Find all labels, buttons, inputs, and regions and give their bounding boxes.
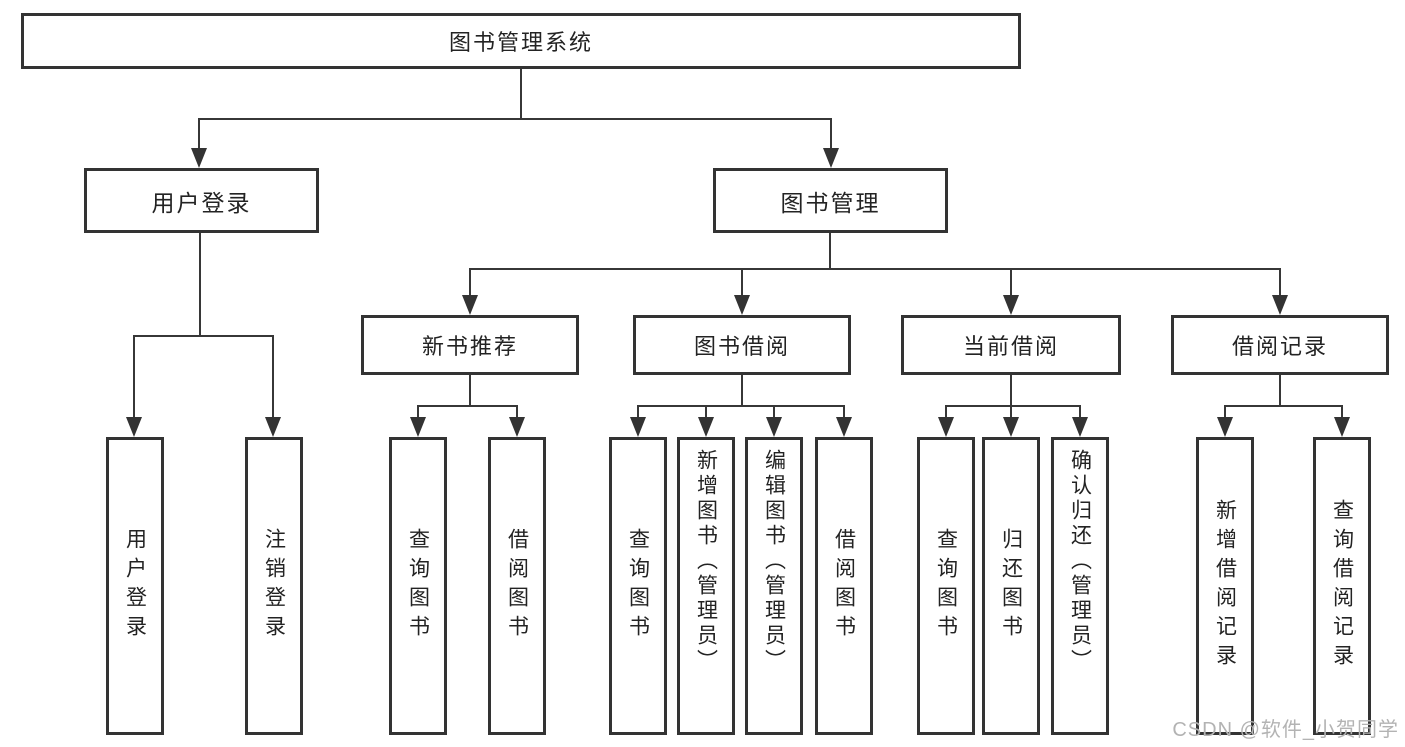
leaf-borrow-books: 借阅图书 bbox=[815, 437, 873, 735]
arrowhead-to-borrowing-records bbox=[1272, 295, 1288, 315]
edge-borrow-drop-2 bbox=[773, 405, 775, 419]
leaf-label: 新增图书（管理员） bbox=[694, 449, 718, 674]
arrowhead-to-user-login bbox=[191, 148, 207, 168]
arrowhead-to-logout-leaf bbox=[265, 417, 281, 437]
leaf-label: 查询图书 bbox=[626, 528, 650, 644]
arrowhead-borrow-leaf-0 bbox=[630, 417, 646, 437]
edge-current-stem bbox=[1010, 375, 1012, 406]
arrowhead-records-leaf-0 bbox=[1217, 417, 1233, 437]
node-current-borrowing: 当前借阅 bbox=[901, 315, 1121, 375]
edge-recommend-bar bbox=[417, 405, 518, 407]
leaf-query-books-current: 查询图书 bbox=[917, 437, 975, 735]
leaf-add-borrow-record: 新增借阅记录 bbox=[1196, 437, 1254, 735]
node-label: 借阅记录 bbox=[1231, 334, 1328, 359]
leaf-label: 查询借阅记录 bbox=[1330, 499, 1354, 673]
arrowhead-to-new-book-recommend bbox=[462, 295, 478, 315]
leaf-label: 查询图书 bbox=[934, 528, 958, 644]
arrowhead-current-leaf-1 bbox=[1003, 417, 1019, 437]
edge-recommend-stem bbox=[469, 375, 471, 406]
node-label: 图书管理系统 bbox=[448, 30, 593, 55]
leaf-query-books-borrow: 查询图书 bbox=[609, 437, 667, 735]
edge-borrow-drop-0 bbox=[637, 405, 639, 419]
leaf-label: 确认归还（管理员） bbox=[1068, 449, 1092, 674]
edge-login-bar bbox=[133, 335, 274, 337]
edge-root-drop-right bbox=[830, 118, 832, 151]
node-root-library-system: 图书管理系统 bbox=[21, 13, 1021, 69]
leaf-label: 新增借阅记录 bbox=[1213, 499, 1237, 673]
node-label: 新书推荐 bbox=[421, 334, 518, 359]
arrowhead-recommend-leaf-0 bbox=[410, 417, 426, 437]
leaf-label: 编辑图书（管理员） bbox=[762, 449, 786, 674]
node-user-login: 用户登录 bbox=[84, 168, 319, 233]
edge-login-drop-1 bbox=[272, 335, 274, 419]
edge-borrow-drop-1 bbox=[705, 405, 707, 419]
leaf-logout: 注销登录 bbox=[245, 437, 303, 735]
edge-records-bar bbox=[1224, 405, 1343, 407]
edge-login-stem bbox=[199, 233, 201, 337]
arrowhead-borrow-leaf-2 bbox=[766, 417, 782, 437]
node-book-borrowing: 图书借阅 bbox=[633, 315, 851, 375]
arrowhead-recommend-leaf-1 bbox=[509, 417, 525, 437]
edge-records-drop-1 bbox=[1341, 405, 1343, 419]
edge-current-drop-2 bbox=[1079, 405, 1081, 419]
node-label: 当前借阅 bbox=[962, 334, 1059, 359]
edge-current-bar bbox=[945, 405, 1081, 407]
leaf-label: 借阅图书 bbox=[832, 528, 856, 644]
edge-bookmgmt-drop-1 bbox=[741, 268, 743, 297]
leaf-label: 借阅图书 bbox=[505, 528, 529, 644]
leaf-query-borrow-record: 查询借阅记录 bbox=[1313, 437, 1371, 735]
edge-recommend-drop-0 bbox=[417, 405, 419, 419]
edge-borrow-drop-3 bbox=[843, 405, 845, 419]
csdn-watermark: CSDN @软件_小贺同学 bbox=[1172, 719, 1399, 741]
edge-root-bar bbox=[198, 118, 832, 120]
edge-bookmgmt-stem bbox=[829, 233, 831, 270]
edge-borrow-bar bbox=[637, 405, 845, 407]
leaf-edit-books-admin: 编辑图书（管理员） bbox=[745, 437, 803, 735]
edge-bookmgmt-drop-3 bbox=[1279, 268, 1281, 297]
edge-login-drop-0 bbox=[133, 335, 135, 419]
node-borrowing-records: 借阅记录 bbox=[1171, 315, 1389, 375]
arrowhead-current-leaf-2 bbox=[1072, 417, 1088, 437]
edge-root-drop-left bbox=[198, 118, 200, 151]
edge-borrow-stem bbox=[741, 375, 743, 406]
leaf-label: 归还图书 bbox=[999, 528, 1023, 644]
leaf-return-books: 归还图书 bbox=[982, 437, 1040, 735]
edge-records-stem bbox=[1279, 375, 1281, 406]
arrowhead-borrow-leaf-1 bbox=[698, 417, 714, 437]
arrowhead-to-user-login-leaf bbox=[126, 417, 142, 437]
arrowhead-to-current-borrowing bbox=[1003, 295, 1019, 315]
leaf-query-books-recommend: 查询图书 bbox=[389, 437, 447, 735]
arrowhead-records-leaf-1 bbox=[1334, 417, 1350, 437]
edge-recommend-drop-1 bbox=[516, 405, 518, 419]
leaf-user-login: 用户登录 bbox=[106, 437, 164, 735]
node-label: 图书借阅 bbox=[693, 334, 790, 359]
edge-bookmgmt-drop-0 bbox=[469, 268, 471, 297]
edge-root-stem bbox=[520, 69, 522, 119]
node-new-book-recommend: 新书推荐 bbox=[361, 315, 579, 375]
edge-current-drop-0 bbox=[945, 405, 947, 419]
edge-bookmgmt-drop-2 bbox=[1010, 268, 1012, 297]
leaf-borrow-books-recommend: 借阅图书 bbox=[488, 437, 546, 735]
arrowhead-current-leaf-0 bbox=[938, 417, 954, 437]
leaf-label: 注销登录 bbox=[262, 528, 286, 644]
node-label: 图书管理 bbox=[780, 189, 881, 216]
arrowhead-to-book-borrowing bbox=[734, 295, 750, 315]
arrowhead-to-book-management bbox=[823, 148, 839, 168]
leaf-label: 查询图书 bbox=[406, 528, 430, 644]
node-label: 用户登录 bbox=[151, 189, 252, 216]
leaf-add-books-admin: 新增图书（管理员） bbox=[677, 437, 735, 735]
edge-current-drop-1 bbox=[1010, 405, 1012, 419]
edge-records-drop-0 bbox=[1224, 405, 1226, 419]
node-book-management: 图书管理 bbox=[713, 168, 948, 233]
edge-bookmgmt-bar bbox=[469, 268, 1281, 270]
leaf-label: 用户登录 bbox=[123, 528, 147, 644]
arrowhead-borrow-leaf-3 bbox=[836, 417, 852, 437]
leaf-confirm-return-admin: 确认归还（管理员） bbox=[1051, 437, 1109, 735]
